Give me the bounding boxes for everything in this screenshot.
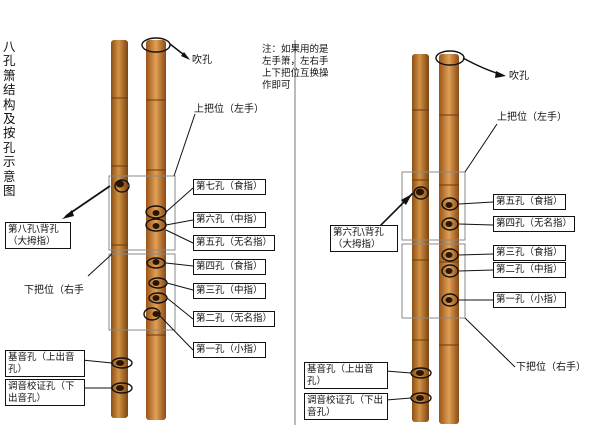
left-hole5-label: 第五孔（无名指） (193, 235, 276, 251)
right-flute-front (439, 54, 459, 424)
left-upper-position-label: 上把位（左手） (194, 104, 264, 115)
left-back-hole-label: 第八孔\背孔（大拇指） (5, 222, 71, 249)
left-hole7-label: 第七孔（食指） (193, 179, 266, 195)
right-upper-frame (401, 171, 466, 241)
left-hole1-label: 第一孔（小指） (193, 342, 266, 358)
right-lower-frame (401, 243, 466, 319)
right-upper-position-label: 上把位（左手） (497, 112, 567, 123)
left-hole2-label: 第二孔（无名指） (193, 311, 276, 327)
right-base-hole-label: 基音孔（上出音孔） (304, 362, 388, 389)
right-hole3-label: 第三孔（食指） (493, 245, 566, 261)
right-hole4-label: 第四孔（无名指） (493, 216, 576, 232)
left-blow-arrowhead (181, 52, 190, 60)
right-back-hole-label: 第六孔\背孔（大拇指） (330, 225, 398, 252)
left-flute-back (111, 40, 128, 418)
left-upper-frame (108, 175, 176, 251)
right-back-arrowhead (401, 194, 412, 205)
left-lower-position-label: 下把位（右手 (24, 285, 84, 296)
right-hole2-label: 第二孔（中指） (493, 262, 566, 278)
left-base-hole-label: 基音孔（上出音孔） (5, 350, 85, 377)
left-hole3-label: 第三孔（中指） (193, 283, 266, 299)
left-flute-front (146, 40, 166, 420)
left-tuning-hole-label: 调音校证孔（下出音孔） (5, 379, 85, 406)
right-blow-arrowhead (495, 71, 506, 78)
right-lower-position-label: 下把位（右手） (516, 362, 586, 373)
left-leader-lines (65, 43, 196, 389)
left-hole6-label: 第六孔（中指） (193, 212, 266, 228)
right-blow-hole-label: 吹孔 (509, 71, 529, 82)
left-lower-frame (108, 253, 176, 331)
diagram-title: 八孔箫结构及按孔示意图 (3, 39, 16, 199)
right-tuning-hole-label: 调音校证孔（下出音孔） (304, 393, 388, 420)
right-hole5-label: 第五孔（食指） (493, 194, 566, 210)
right-flute-back (412, 54, 429, 422)
right-hole1-label: 第一孔（小指） (493, 292, 566, 308)
left-blow-hole-label: 吹孔 (192, 55, 212, 66)
left-hand-note: 注：如果用的是左手箫，左右手上下把位互换操作即可 (262, 44, 329, 91)
left-back-arrowhead (62, 210, 74, 219)
left-hole4-label: 第四孔（食指） (193, 259, 266, 275)
